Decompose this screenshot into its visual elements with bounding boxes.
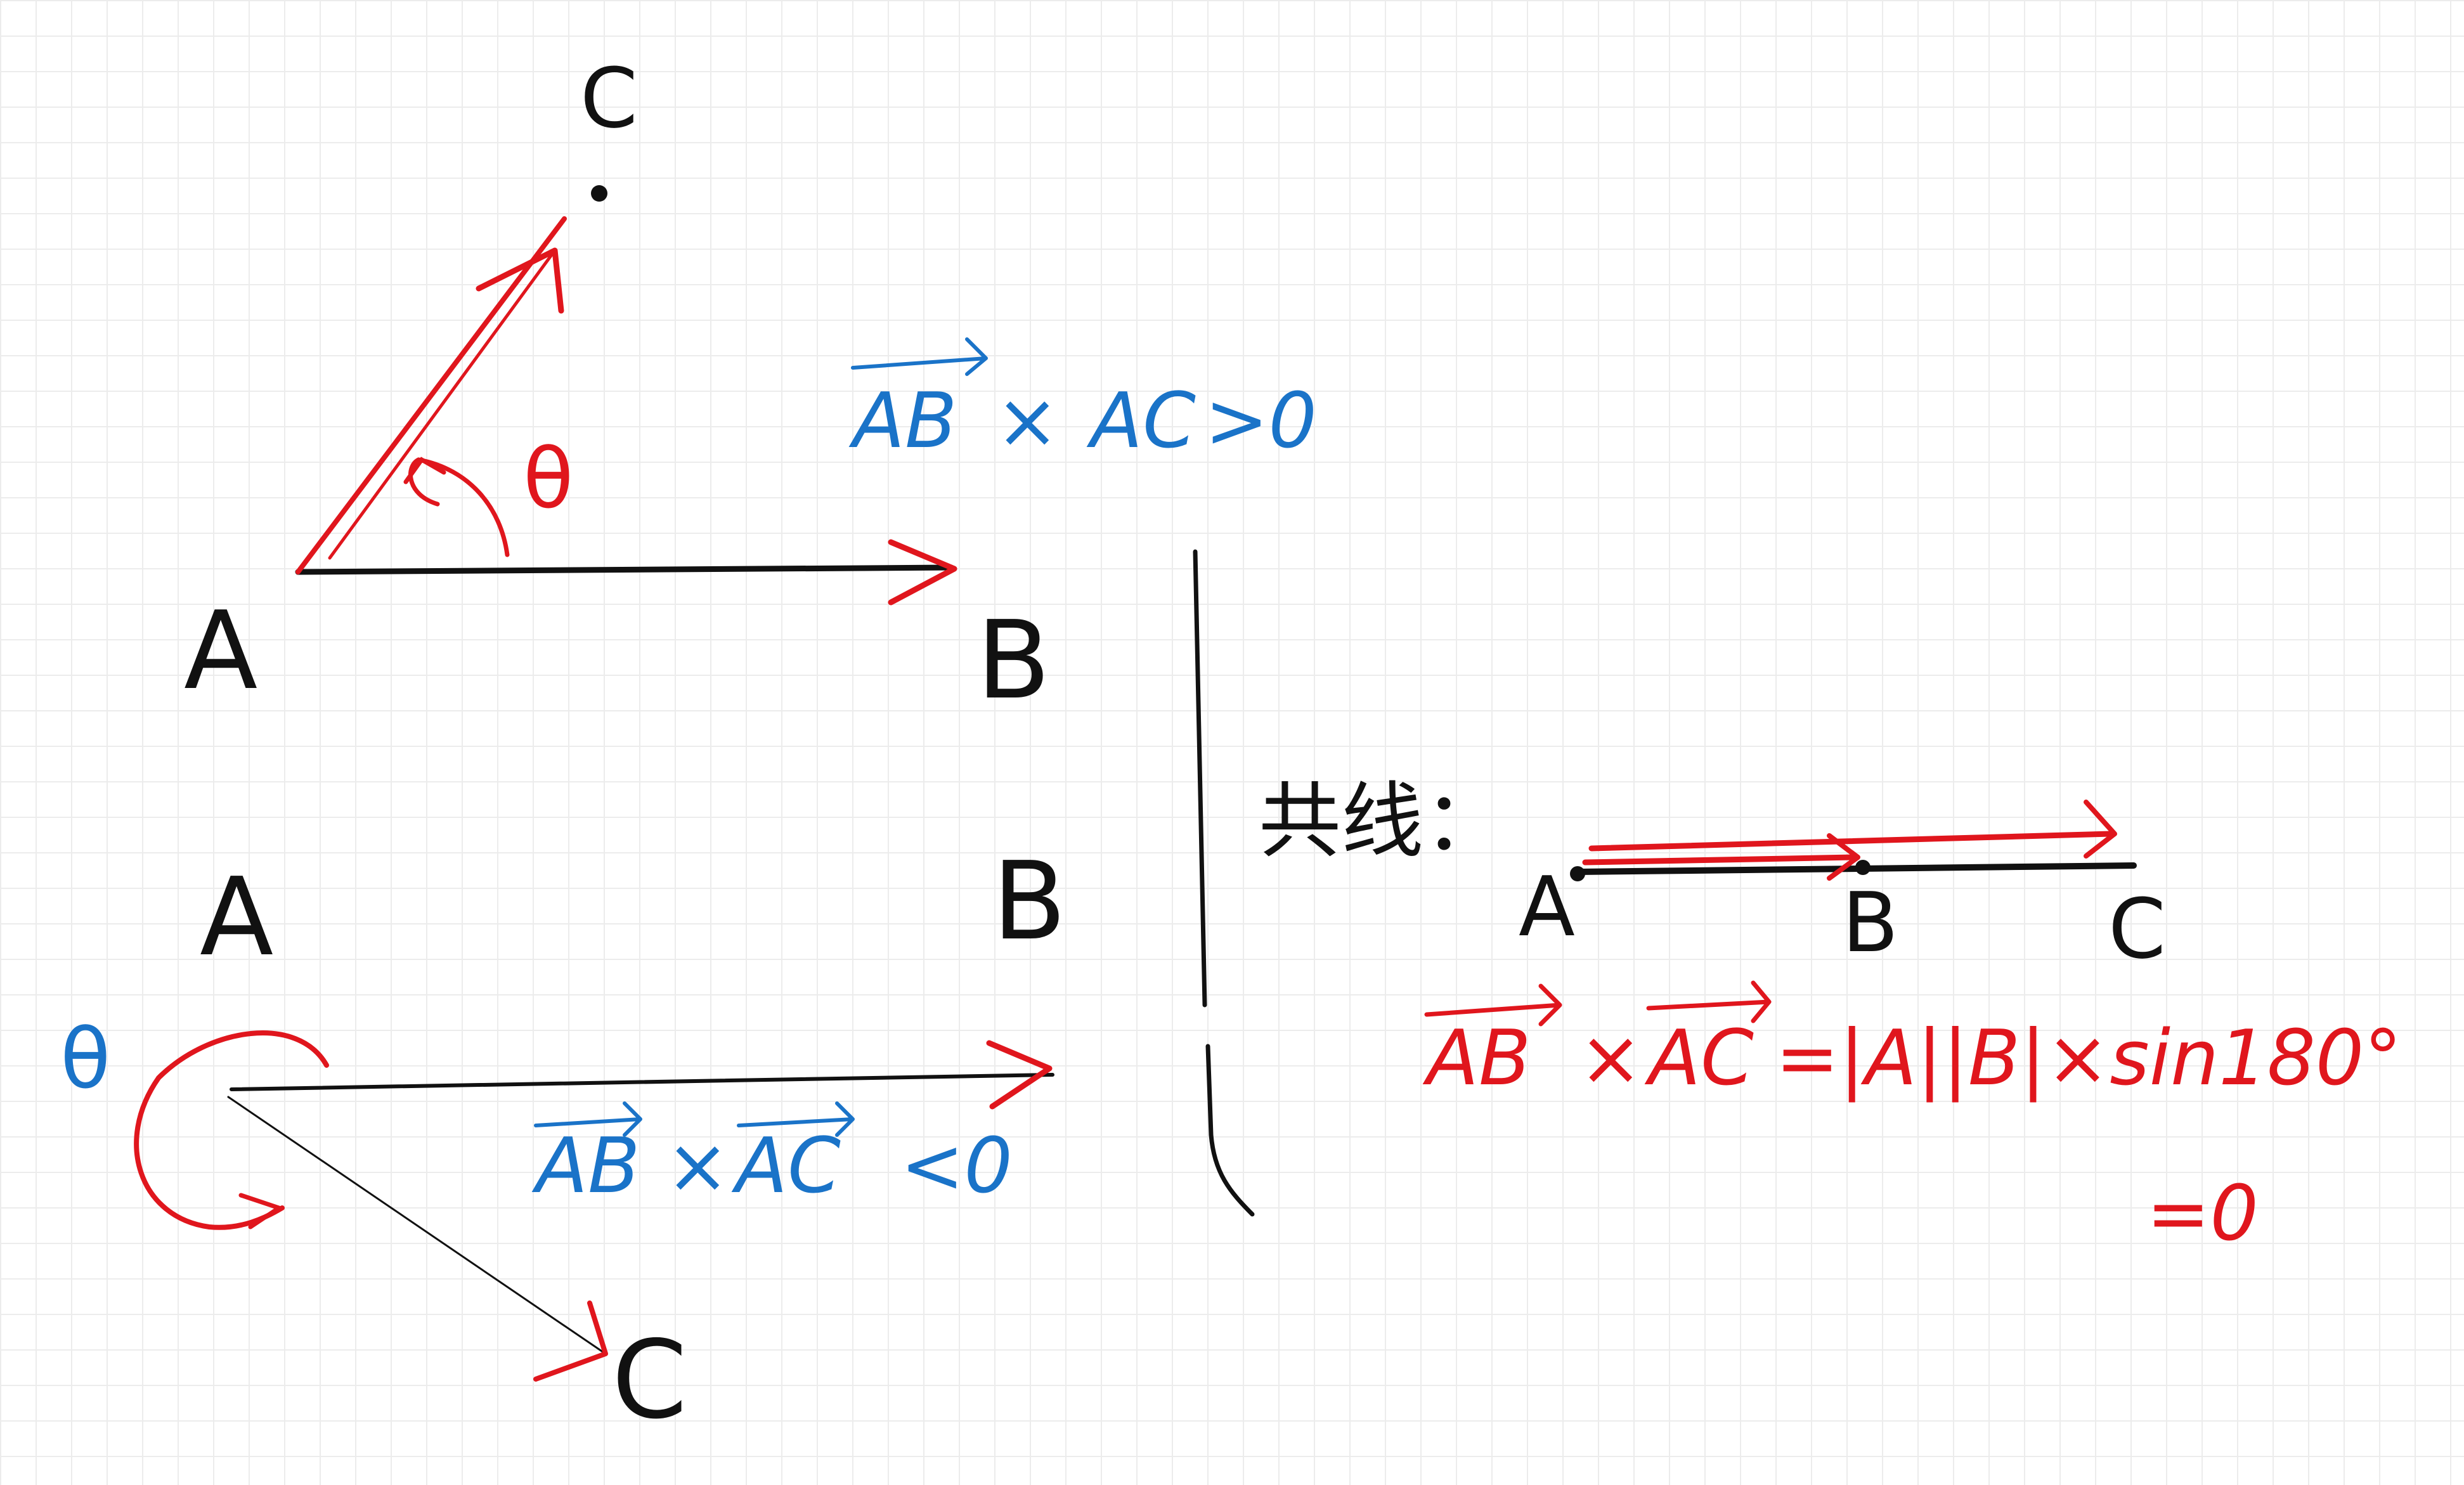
bottom-formula-times: ×	[666, 1122, 730, 1210]
top-vector-ab	[295, 564, 954, 575]
vertical-divider	[1193, 549, 1255, 1217]
bottom-formula-vec1: AB	[531, 1122, 640, 1210]
collinear-vector-ac	[1588, 831, 2115, 852]
collinear-vector-ac-arrowhead	[2084, 800, 2117, 859]
collinear-formula-result: =0	[2146, 1170, 2259, 1258]
collinear-label-b: B	[1842, 874, 1898, 971]
top-formula-relation: >0	[1205, 377, 1317, 465]
bottom-formula-relation: <0	[900, 1122, 1013, 1210]
top-label-b: B	[976, 598, 1051, 723]
top-formula-vector-arrow-1	[851, 337, 988, 376]
top-point-c	[591, 185, 607, 202]
bottom-diagram: θ A B C AB × AC <0	[60, 839, 1067, 1443]
bottom-formula: AB × AC <0	[531, 1101, 1013, 1210]
collinear-vector-ab	[1582, 854, 1858, 866]
collinear-formula-vec1: AB	[1422, 1015, 1531, 1103]
collinear-formula-vec2: AC	[1644, 1015, 1754, 1103]
bottom-formula-vector-arrow-1	[534, 1101, 642, 1137]
collinear-point-a	[1570, 866, 1585, 881]
collinear-formula-rest: =|A||B|×sin180°	[1775, 1015, 2402, 1103]
top-formula: AB × AC >0	[848, 337, 1317, 465]
bottom-vector-ab	[230, 1073, 1054, 1091]
collinear-label-c: C	[2108, 881, 2166, 977]
top-vector-ac-arrowhead	[476, 247, 564, 314]
top-vector-ab-arrowhead	[888, 539, 957, 606]
top-formula-times: ×	[995, 377, 1060, 465]
bottom-angle-arc-arrow	[238, 1193, 284, 1229]
top-label-c: C	[580, 50, 638, 146]
bottom-vector-ab-arrowhead	[986, 1040, 1053, 1110]
bottom-angle-symbol: θ	[60, 1011, 111, 1107]
top-angle-arc-arrow	[403, 457, 446, 484]
top-vector-ac	[295, 216, 567, 574]
bottom-vector-ac	[227, 1096, 607, 1355]
bottom-label-c: C	[612, 1318, 687, 1443]
collinear-heading: 共线：	[1259, 773, 1506, 869]
collinear-diagram: 共线： A B C AB × AC =|A||B|×sin180° =0	[1259, 773, 2402, 1258]
collinear-formula-vector-arrow-1	[1424, 983, 1562, 1027]
bottom-label-a: A	[200, 855, 273, 980]
bottom-label-b: B	[992, 839, 1067, 964]
top-label-a: A	[184, 588, 257, 714]
top-angle-symbol: θ	[523, 431, 574, 527]
top-formula-vec2: AC	[1086, 377, 1196, 465]
top-angle-arc	[408, 457, 510, 557]
top-diagram: θ A B C AB × AC >0	[184, 50, 1317, 723]
collinear-formula: AB × AC =|A||B|×sin180° =0	[1422, 980, 2402, 1258]
collinear-label-a: A	[1519, 859, 1575, 955]
bottom-angle-arc	[134, 1030, 329, 1230]
top-formula-vec1: AB	[848, 377, 957, 465]
collinear-formula-times: ×	[1579, 1015, 1643, 1103]
collinear-formula-vector-arrow-2	[1646, 980, 1772, 1023]
bottom-vector-ac-arrowhead	[533, 1300, 608, 1382]
bottom-formula-vector-arrow-2	[737, 1101, 855, 1137]
collinear-point-b	[1855, 860, 1871, 875]
bottom-formula-vec2: AC	[731, 1122, 841, 1210]
top-vector-ac-stroke2	[328, 249, 557, 560]
